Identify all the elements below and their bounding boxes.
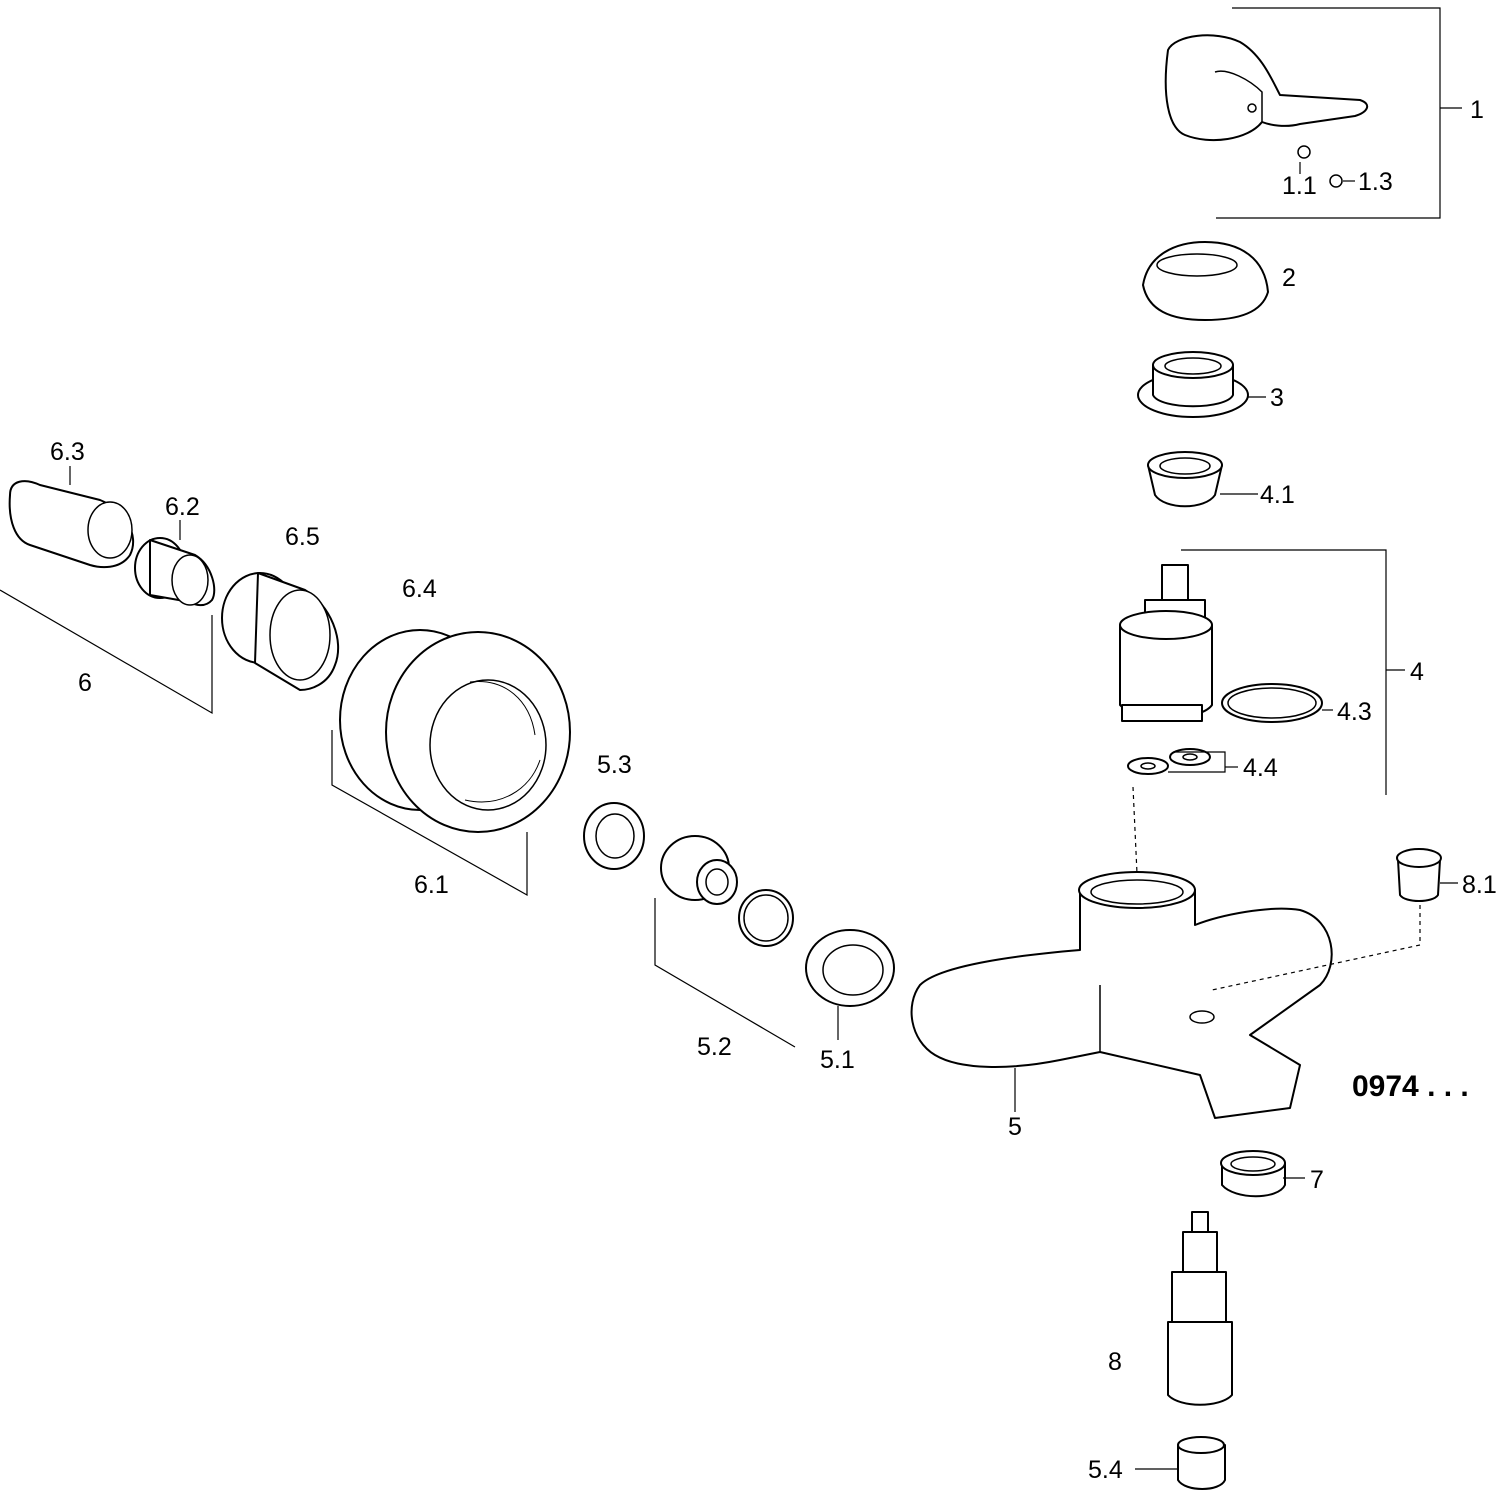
label-part-5-1: 5.1 bbox=[820, 1046, 855, 1074]
label-part-4-1: 4.1 bbox=[1260, 481, 1295, 509]
screw-part bbox=[1297, 145, 1311, 159]
label-part-5-4: 5.4 bbox=[1088, 1456, 1123, 1484]
end-cap-part bbox=[1177, 1436, 1226, 1490]
extension-part bbox=[8, 480, 135, 569]
label-part-6-1: 6.1 bbox=[414, 871, 449, 899]
washer-part bbox=[583, 802, 645, 870]
label-part-5-2: 5.2 bbox=[697, 1033, 732, 1061]
label-part-2: 2 bbox=[1282, 264, 1296, 292]
extension-sleeve-part bbox=[221, 572, 340, 691]
diverter-part bbox=[1167, 1211, 1233, 1406]
seal-washers-part bbox=[1127, 748, 1211, 775]
cartridge-part bbox=[1119, 564, 1213, 722]
sleeve-part bbox=[1147, 451, 1223, 508]
label-part-6-2: 6.2 bbox=[165, 493, 200, 521]
label-part-5-3: 5.3 bbox=[597, 751, 632, 779]
label-part-1: 1 bbox=[1470, 96, 1484, 124]
label-part-7: 7 bbox=[1310, 1166, 1324, 1194]
connector-part bbox=[660, 835, 738, 905]
label-part-6-3: 6.3 bbox=[50, 438, 85, 466]
cover-cap-part bbox=[1142, 241, 1269, 321]
label-part-8-1: 8.1 bbox=[1462, 871, 1497, 899]
handle-lever-part bbox=[1164, 34, 1369, 142]
o-ring-part bbox=[1221, 683, 1323, 723]
o-ring-small-part bbox=[738, 889, 794, 947]
model-code: 0974 . . . bbox=[1352, 1070, 1469, 1103]
label-part-4-4: 4.4 bbox=[1243, 754, 1278, 782]
label-part-1-3: 1.3 bbox=[1358, 168, 1393, 196]
label-part-4: 4 bbox=[1410, 658, 1424, 686]
threaded-ring-part bbox=[1137, 351, 1249, 418]
aerator-part bbox=[1220, 1150, 1286, 1198]
label-part-4-3: 4.3 bbox=[1337, 698, 1372, 726]
label-part-8: 8 bbox=[1108, 1348, 1122, 1376]
label-part-6-5: 6.5 bbox=[285, 523, 320, 551]
knob-part bbox=[1396, 848, 1442, 902]
plug-part bbox=[1329, 174, 1343, 188]
union-nut-part bbox=[805, 929, 895, 1007]
label-part-1-1: 1.1 bbox=[1282, 172, 1317, 200]
label-part-6-4: 6.4 bbox=[402, 575, 437, 603]
label-part-5: 5 bbox=[1008, 1113, 1022, 1141]
label-part-6: 6 bbox=[78, 669, 92, 697]
label-part-3: 3 bbox=[1270, 384, 1284, 412]
adapter-ring-part bbox=[134, 537, 216, 607]
rosette-part bbox=[339, 629, 571, 833]
faucet-body-part bbox=[910, 871, 1333, 1119]
